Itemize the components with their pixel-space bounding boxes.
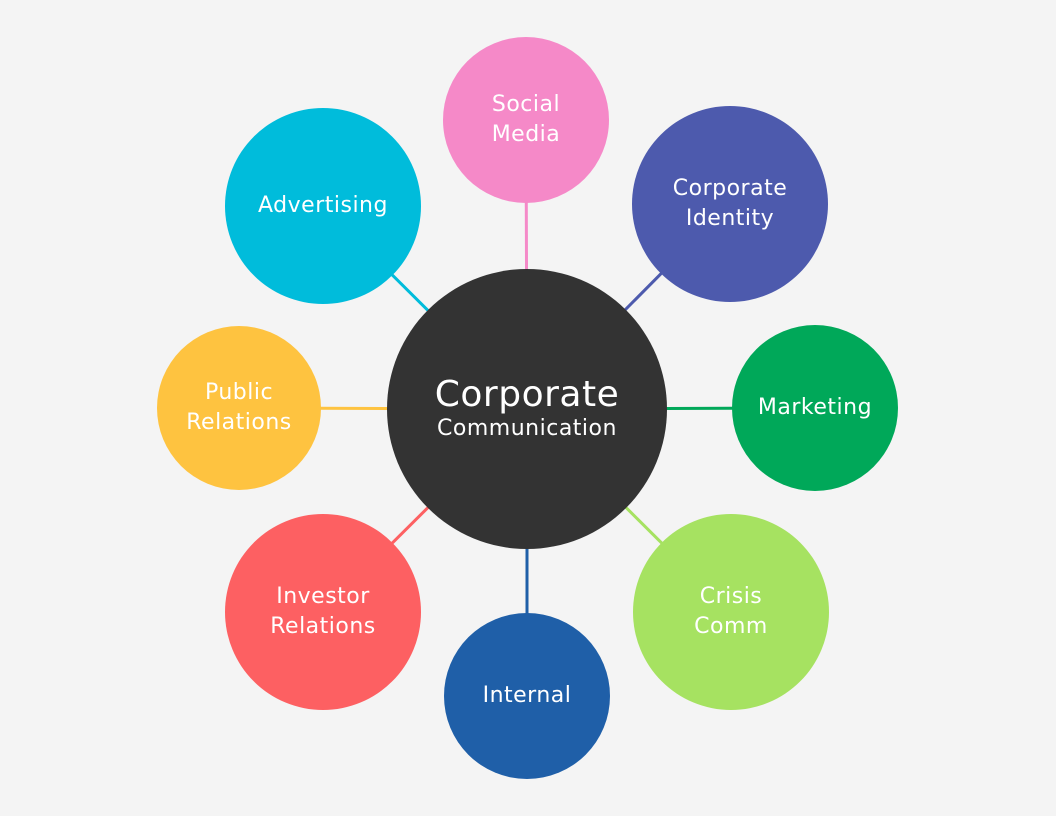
node-public-relations: Public Relations [157, 326, 321, 490]
node-label-line: Advertising [258, 193, 388, 218]
node-internal: Internal [444, 613, 610, 779]
node-label-line: Internal [482, 683, 572, 708]
node-label-line: Identity [685, 206, 775, 231]
node-marketing: Marketing [732, 325, 898, 491]
node-social-media: Social Media [443, 37, 609, 203]
node-crisis-comm: Crisis Comm [633, 514, 829, 710]
node-label-line: Investor [276, 584, 370, 609]
center-title: Corporate [434, 374, 620, 415]
node-label-line: Social [491, 92, 561, 117]
node-label-line: Marketing [757, 395, 873, 420]
node-label-line: Corporate [672, 176, 788, 201]
center-node-corporate-communication: Corporate Communication [387, 269, 667, 549]
node-label-line: Relations [186, 410, 292, 435]
node-advertising: Advertising [225, 108, 421, 304]
center-subtitle: Communication [437, 416, 617, 441]
node-label-line: Media [491, 122, 561, 147]
node-label-line: Relations [270, 614, 376, 639]
node-corporate-identity: Corporate Identity [632, 106, 828, 302]
node-label-line: Public [204, 380, 274, 405]
node-label-line: Crisis [699, 584, 763, 609]
node-investor-relations: Investor Relations [225, 514, 421, 710]
node-label-line: Comm [694, 614, 768, 639]
